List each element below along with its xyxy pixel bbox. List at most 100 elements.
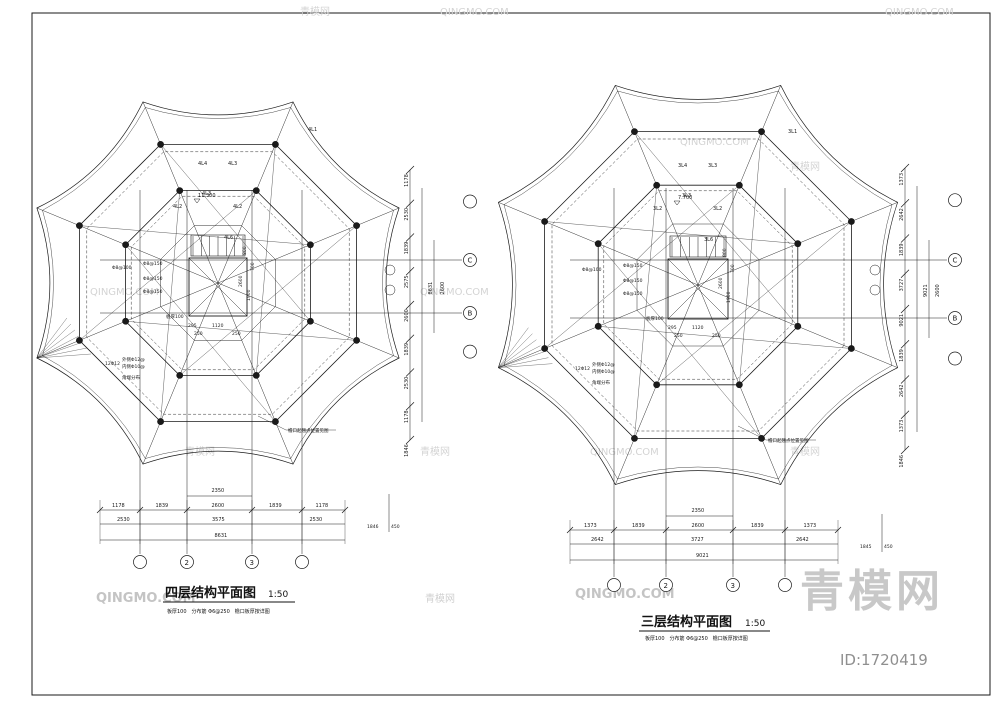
elevation-symbol xyxy=(193,198,201,204)
center-dim: 1120 xyxy=(212,323,224,329)
left-plan-title: 四层结构平面图 xyxy=(165,585,256,601)
axis-bubble xyxy=(180,555,194,569)
column-dot xyxy=(157,141,164,148)
brace-line xyxy=(656,221,852,385)
section-mark xyxy=(384,284,396,296)
column-dot xyxy=(353,222,360,229)
axis-label-3: 3 xyxy=(731,582,735,590)
brace-line xyxy=(598,243,762,439)
column-dot xyxy=(272,418,279,425)
stair-frame xyxy=(669,235,727,258)
member-label: Φ8@100 xyxy=(582,267,602,273)
axis-bubble xyxy=(948,193,962,208)
axis-bubble xyxy=(295,555,309,569)
brace-line xyxy=(160,144,311,322)
dim-tick xyxy=(405,233,415,242)
column-dot xyxy=(631,434,638,442)
beam-label: 3L3 xyxy=(682,193,691,199)
eave-rafter xyxy=(36,353,91,359)
center-dim: 295 xyxy=(188,323,197,329)
dim-total: 8631 xyxy=(215,533,228,539)
column-dot xyxy=(653,181,661,189)
column-dot xyxy=(353,337,360,344)
member-label: Φ8@150 xyxy=(623,263,643,269)
beam-label: 3L1 xyxy=(788,129,797,135)
image-id-text: ID:1720419 xyxy=(840,651,928,669)
axis-label-c: C xyxy=(953,257,958,265)
watermark-layer: QINGMO.COM青模网QINGMO.COM青模网QINGMO.COM青模网Q… xyxy=(90,5,954,606)
right-plan-note: 板厚100 分布筋 Φ6@250 檐口板厚按详图 xyxy=(645,635,748,642)
eave-rafter xyxy=(498,333,533,368)
axis-bubble xyxy=(133,555,147,569)
center-dim: 1900 xyxy=(246,289,252,301)
stair-opening xyxy=(188,257,248,317)
column-dot xyxy=(594,240,602,248)
member-label: Φ8@150 xyxy=(143,261,163,267)
brace-line xyxy=(634,131,798,327)
dim-value: 2575 xyxy=(404,275,410,288)
brace-line xyxy=(634,185,657,439)
beam-label: 3L2 xyxy=(653,206,662,212)
column-dot xyxy=(252,187,260,195)
leader-line xyxy=(257,415,287,431)
watermark-text: 青模网 xyxy=(420,445,450,458)
side-note: 内侧Φ10@ xyxy=(592,368,615,375)
watermark-text: QINGMO.COM xyxy=(90,287,159,298)
member-label: 板厚100 xyxy=(646,315,664,322)
axis-bubble xyxy=(726,578,740,592)
dim-tick xyxy=(405,300,415,310)
elevation-mark: 11.300 xyxy=(198,193,216,199)
beam-label: 3L6 xyxy=(704,237,713,243)
dim-tick xyxy=(900,199,910,208)
beam-label: 3L3 xyxy=(708,163,717,169)
side-note: 外侧Φ12@ xyxy=(122,356,145,363)
opening-diagonal xyxy=(667,258,729,320)
column-dot xyxy=(847,345,855,352)
axis-bubble xyxy=(659,578,673,592)
member-label: Φ8@150 xyxy=(623,278,643,284)
axis-bubble xyxy=(948,351,962,366)
beam-label: 3L4 xyxy=(678,163,687,169)
section-mark xyxy=(869,264,881,276)
center-dim: 700 xyxy=(730,264,736,273)
side-note: 檐口起翘点位置见图 xyxy=(288,427,329,434)
eave-rafter xyxy=(498,345,541,368)
center-dim: 250 xyxy=(674,333,683,339)
column-dot xyxy=(176,371,184,379)
eave-rafter xyxy=(498,363,553,368)
brace-line xyxy=(544,185,740,349)
dim-tick xyxy=(900,445,910,455)
dim-value: 1846 xyxy=(404,444,410,457)
dim-value: 2642 xyxy=(899,384,905,397)
column-dot xyxy=(794,322,802,330)
leader-line xyxy=(737,425,767,441)
dim-tick xyxy=(405,435,415,445)
axis-label-c: C xyxy=(468,257,473,265)
eave-rafter xyxy=(498,327,529,368)
center-dim: 2600 xyxy=(238,275,244,287)
dim-value: 2642 xyxy=(796,537,809,543)
dim-inner: 2600 xyxy=(935,284,941,297)
dim-value: 2530 xyxy=(117,517,130,523)
dim-sub: 2350 xyxy=(212,488,225,494)
dim-value: 2642 xyxy=(591,537,604,543)
brace-line xyxy=(179,225,357,376)
axis-bubble xyxy=(607,578,621,592)
dim-value: 1178 xyxy=(316,503,329,509)
center-dim: 1900 xyxy=(726,291,732,303)
axis-bubble xyxy=(463,194,477,209)
column-dot xyxy=(122,241,130,249)
dim-value: 1839 xyxy=(404,343,410,356)
dim-value: 1839 xyxy=(269,503,282,509)
brace-line xyxy=(598,326,852,349)
center-dim: 2600 xyxy=(718,277,724,289)
watermark-text: 青模网 xyxy=(790,445,820,458)
eave-outline xyxy=(497,84,899,486)
center-dim: 1120 xyxy=(692,325,704,331)
eave-rafter xyxy=(36,347,87,359)
column-dot xyxy=(306,317,314,325)
column-dot xyxy=(541,345,549,352)
brace-line xyxy=(79,190,257,341)
